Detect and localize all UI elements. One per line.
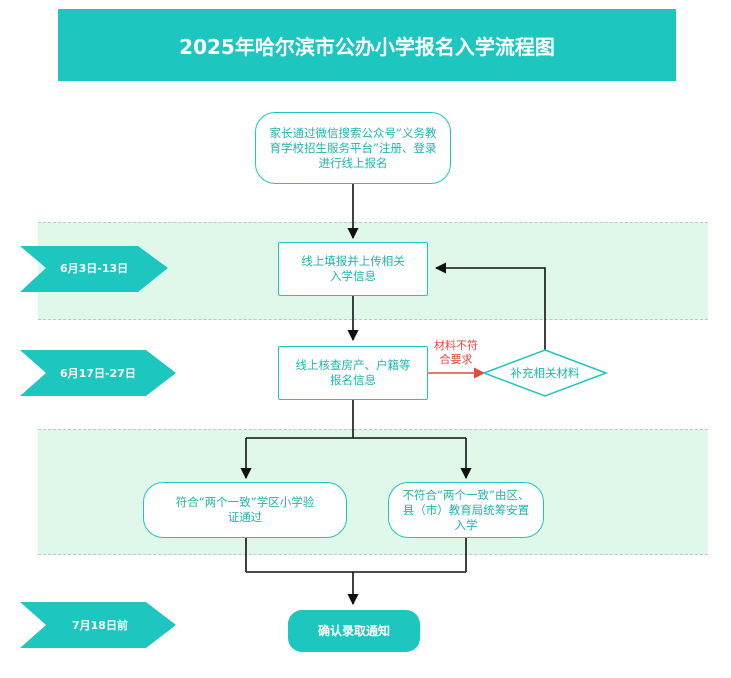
page-title: 2025年哈尔滨市公办小学报名入学流程图 <box>58 9 676 81</box>
date-tag-shape-3 <box>20 602 176 648</box>
verify-info-node: 线上核查房产、户籍等报名信息 <box>278 346 428 400</box>
confirm-node: 确认录取通知 <box>288 610 420 652</box>
date-tag-shape-2 <box>20 350 176 396</box>
date-tag-shape-1 <box>20 246 168 292</box>
fill-info-node: 线上填报并上传相关入学信息 <box>278 242 428 296</box>
start-node: 家长通过微信搜索公众号“义务教育学校招生服务平台”注册、登录进行线上报名 <box>255 112 451 184</box>
supplement-diamond <box>481 349 609 397</box>
date-label-1: 6月3日-13日 <box>60 262 129 275</box>
supplement-node: 补充相关材料 <box>510 365 580 380</box>
match-node: 符合“两个一致”学区小学验证通过 <box>143 482 347 538</box>
nomatch-node: 不符合“两个一致”由区、县（市）教育局统筹安置入学 <box>388 482 544 538</box>
date-label-2: 6月17日-27日 <box>60 367 136 380</box>
date-label-3: 7月18日前 <box>72 619 128 632</box>
material-mismatch-note: 材料不符合要求 <box>434 339 478 366</box>
